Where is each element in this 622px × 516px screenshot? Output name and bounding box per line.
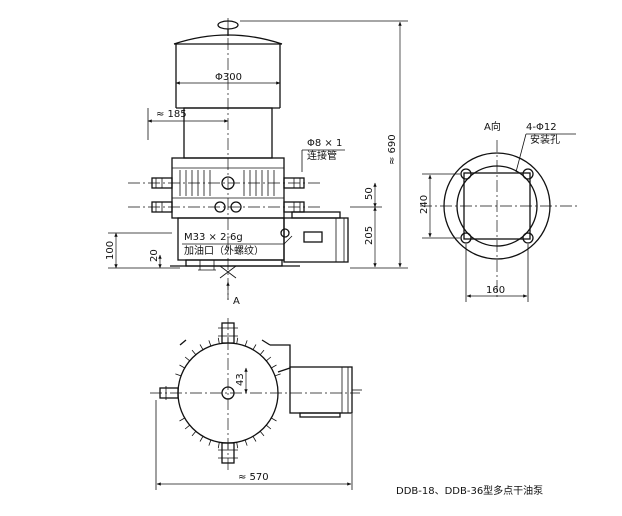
section-arrow-label: A: [233, 296, 240, 307]
outlet-tick: [244, 340, 248, 347]
dim-horizontal: 160: [465, 244, 529, 302]
outlet-tick: [236, 337, 239, 344]
base-label: 100: [105, 241, 116, 260]
outlet-tick: [184, 424, 190, 430]
outlet-tick: [259, 431, 265, 437]
outlet-tick: [179, 417, 185, 422]
motor-top: [289, 366, 362, 418]
side-view: A向 4-Φ12 安装孔 240 160: [419, 120, 578, 302]
dim-offset: ≈ 185: [147, 108, 229, 140]
motor-height-label: 205: [364, 226, 375, 245]
outlet-tick: [266, 424, 272, 430]
outlet-tick: [184, 356, 190, 362]
outlet-tick: [274, 373, 281, 377]
section-arrow-a: A: [226, 281, 240, 307]
dim-diameter: Φ300: [175, 72, 281, 85]
view-label: A向: [484, 120, 501, 133]
outlet-tick: [259, 349, 265, 355]
front-view: A Φ300 ≈ 185 Φ8 × 1 连接管 ≈ 690: [105, 18, 408, 307]
height-label: ≈ 690: [387, 134, 398, 165]
outlet-tick: [208, 340, 212, 347]
outlet-tick: [271, 364, 277, 369]
top-offset-label: 43: [235, 373, 246, 386]
motor: [283, 211, 349, 263]
offset-label: ≈ 185: [156, 109, 187, 120]
dim-height: ≈ 690: [240, 20, 408, 269]
dim-base: 100: [105, 232, 180, 269]
width-label: ≈ 570: [238, 472, 269, 483]
pipe-name-label: 连接管: [307, 149, 337, 162]
outlet-tick: [199, 344, 204, 350]
outlet-tick: [244, 439, 248, 446]
reservoir: [173, 20, 283, 159]
inlet-callout: M33 × 2-6g 加油口（外螺纹）: [182, 232, 293, 257]
outlet-tick: [236, 442, 239, 449]
dim-width: ≈ 570: [155, 400, 353, 490]
outlet-tick: [252, 436, 257, 442]
outlet-tick: [217, 337, 220, 344]
thread-label: M33 × 2-6g: [184, 232, 243, 243]
pipe-size-label: Φ8 × 1: [307, 138, 342, 149]
dim-top-offset: 43: [235, 367, 248, 394]
holes-label: 4-Φ12: [526, 122, 557, 133]
outlet-tick: [252, 344, 257, 350]
dim-motor-height: 205: [350, 206, 382, 268]
outlet-tick: [191, 349, 197, 355]
port-spacing-label: 50: [364, 187, 375, 200]
outlet-tick: [271, 417, 277, 422]
horizontal-label: 160: [486, 285, 505, 296]
outlet-tick: [199, 436, 204, 442]
outlet-fins: [179, 170, 275, 196]
outlet-tick: [179, 364, 185, 369]
inlet-height-label: 20: [149, 249, 160, 262]
dim-inlet-height: 20: [149, 249, 162, 269]
outlet-tick: [208, 439, 212, 446]
outlet-tick: [175, 373, 182, 377]
holes-name-label: 安装孔: [530, 133, 560, 146]
vertical-label: 240: [419, 195, 430, 214]
diameter-label: Φ300: [215, 72, 242, 83]
dim-port-spacing: 50: [364, 182, 377, 208]
outlet-tick: [191, 431, 197, 437]
top-view: 43 ≈ 570: [150, 318, 362, 490]
outlet-ticks: [175, 337, 281, 449]
pipe-callout: Φ8 × 1 连接管: [301, 138, 345, 172]
outlet-tick: [266, 356, 272, 362]
drawing-title: DDB-18、DDB-36型多点干油泵: [396, 484, 543, 497]
outlet-tick: [217, 442, 220, 449]
inlet-name-label: 加油口（外螺纹）: [184, 244, 264, 257]
dim-vertical: 240: [419, 173, 460, 239]
